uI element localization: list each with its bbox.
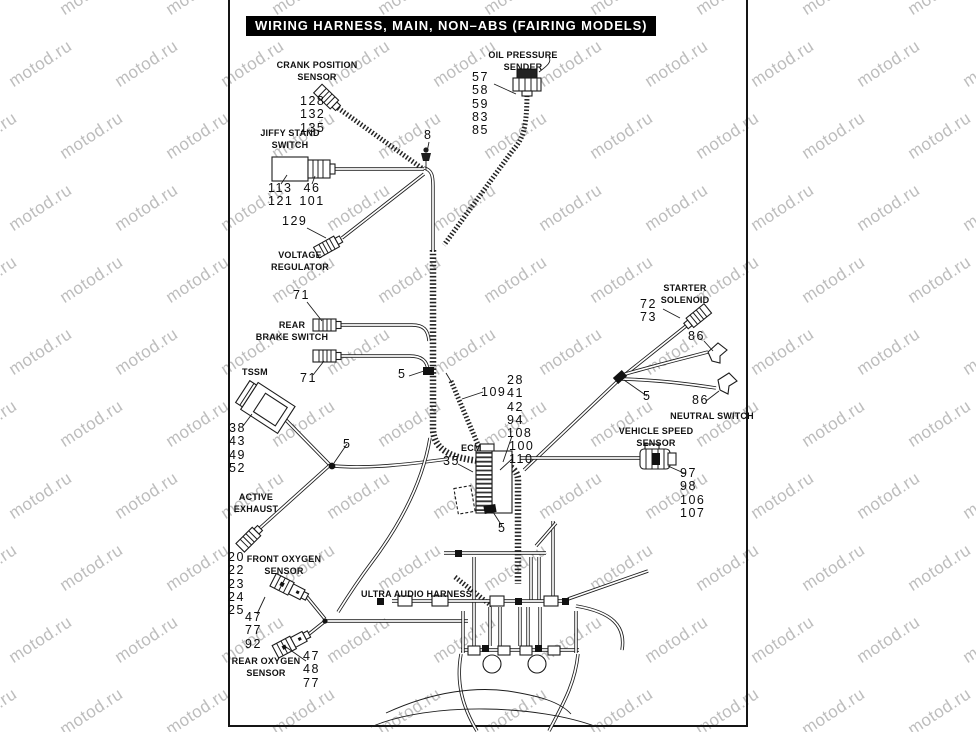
label-starter-solenoid: STARTER SOLENOID [660,283,710,305]
callout-oil-nums: 57 58 59 83 85 [472,70,489,137]
label-vehicle-speed-sensor: VEHICLE SPEED SENSOR [618,426,694,448]
callout-clamp-5-tssm: 5 [343,437,352,451]
callout-voltage-reg: 129 [282,214,308,228]
callout-clip-8: 8 [424,128,433,142]
callout-ecm-nums-b: 100 110 [509,439,535,467]
label-crank-position-sensor: CRANK POSITION SENSOR [276,60,358,82]
callout-clamp-5-ecm: 5 [498,521,507,535]
callout-clamp-5-brake: 5 [398,367,407,381]
callout-86-bottom: 86 [692,393,709,407]
callout-109: 109 [481,385,507,399]
callout-35: 35 [443,454,460,468]
label-oil-pressure-sender: OIL PRESSURE SENDER [488,50,558,72]
callout-jiffy-nums-b: 46 101 [299,181,325,209]
label-ecm: ECM [461,443,482,453]
label-rear-oxygen-sensor: REAR OXYGEN SENSOR [231,656,301,678]
label-neutral-switch: NEUTRAL SWITCH [670,411,754,421]
callout-front-o2-nums: 20 22 23 24 25 [228,550,245,617]
callout-crank-nums: 128 132 135 [300,94,326,135]
callout-brake-bottom-71: 71 [300,371,317,385]
callout-tssm-nums: 38 43 49 52 [229,421,246,475]
callout-starter-nums: 72 73 [640,297,657,325]
callout-clamp-5-starter: 5 [643,389,652,403]
label-rear-brake-switch: REAR BRAKE SWITCH [255,320,329,342]
label-ultra-audio-harness: ULTRA AUDIO HARNESS [361,589,472,599]
label-jiffy-stand-switch: JIFFY STAND SWITCH [260,128,320,150]
callout-86-top: 86 [688,329,705,343]
callout-ecm-nums-a: 28 41 42 94 108 [507,373,533,440]
callout-rear-o2-nums: 47 48 77 [303,649,320,690]
callout-front-o2-nums-b: 47 77 92 [245,610,262,651]
callout-jiffy-nums-a: 113 121 [268,181,294,209]
callout-brake-top-71: 71 [293,288,310,302]
label-tssm: TSSM [242,367,268,377]
callout-vss-nums: 97 98 106 107 [680,466,706,520]
label-front-oxygen-sensor: FRONT OXYGEN SENSOR [246,554,322,576]
label-active-exhaust: ACTIVE EXHAUST [233,492,279,514]
label-voltage-regulator: VOLTAGE REGULATOR [271,250,329,272]
diagram-title: WIRING HARNESS, MAIN, NON–ABS (FAIRING M… [246,16,656,36]
